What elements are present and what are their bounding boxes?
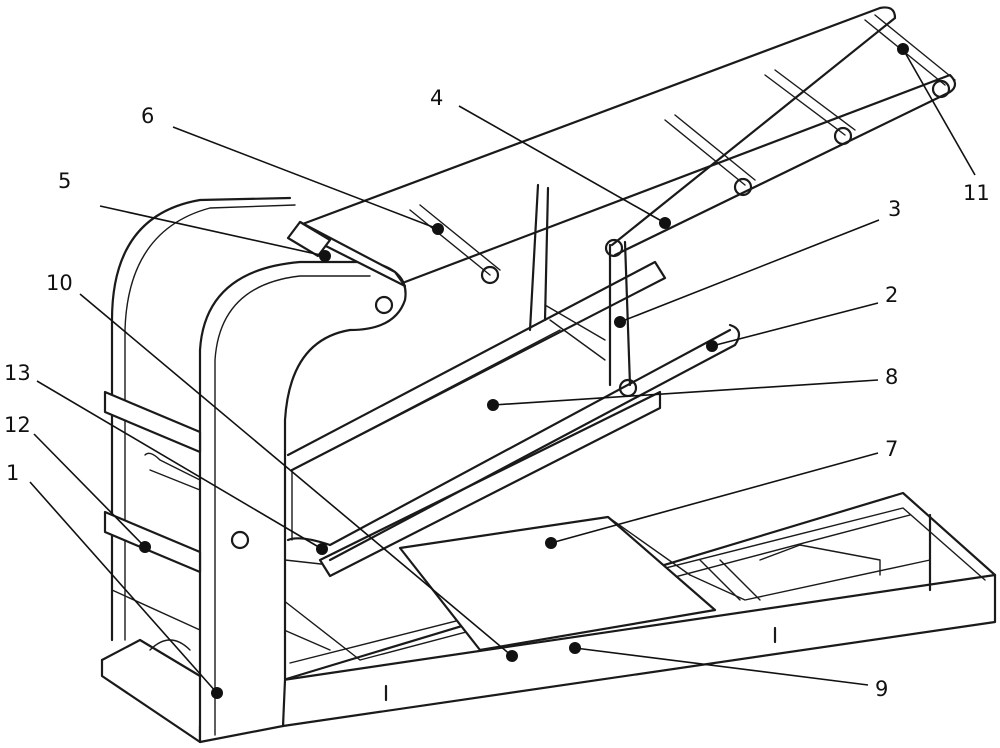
callout-12: 12 xyxy=(4,413,31,437)
callout-11: 11 xyxy=(963,181,990,205)
upper-frame xyxy=(286,6,957,398)
callout-dot-12 xyxy=(139,541,151,553)
callout-3: 3 xyxy=(888,197,901,221)
plate-7 xyxy=(398,515,717,652)
callout-2: 2 xyxy=(885,283,898,307)
callout-dot-10 xyxy=(506,650,518,662)
callout-dot-1 xyxy=(211,687,223,699)
straps xyxy=(103,390,202,631)
callout-dot-5 xyxy=(319,250,331,262)
callout-dot-9 xyxy=(569,642,581,654)
callout-dot-11 xyxy=(897,43,909,55)
callout-dot-3 xyxy=(614,316,626,328)
chute xyxy=(286,260,741,578)
callout-dot-7 xyxy=(545,537,557,549)
callout-dot-8 xyxy=(487,399,499,411)
callout-1: 1 xyxy=(6,461,19,485)
callout-5: 5 xyxy=(58,169,71,193)
callout-6: 6 xyxy=(141,104,154,128)
callout-dot-4 xyxy=(659,217,671,229)
callout-dot-6 xyxy=(432,223,444,235)
callout-8: 8 xyxy=(885,365,898,389)
callout-9: 9 xyxy=(875,677,888,701)
left-frame xyxy=(100,196,407,744)
callout-7: 7 xyxy=(885,437,898,461)
callout-dot-2 xyxy=(706,340,718,352)
callout-10: 10 xyxy=(46,271,73,295)
callout-13: 13 xyxy=(4,361,31,385)
callouts: 5 6 4 11 3 2 8 7 10 9 13 12 xyxy=(4,43,990,701)
callout-4: 4 xyxy=(430,86,443,110)
callout-dot-13 xyxy=(316,543,328,555)
